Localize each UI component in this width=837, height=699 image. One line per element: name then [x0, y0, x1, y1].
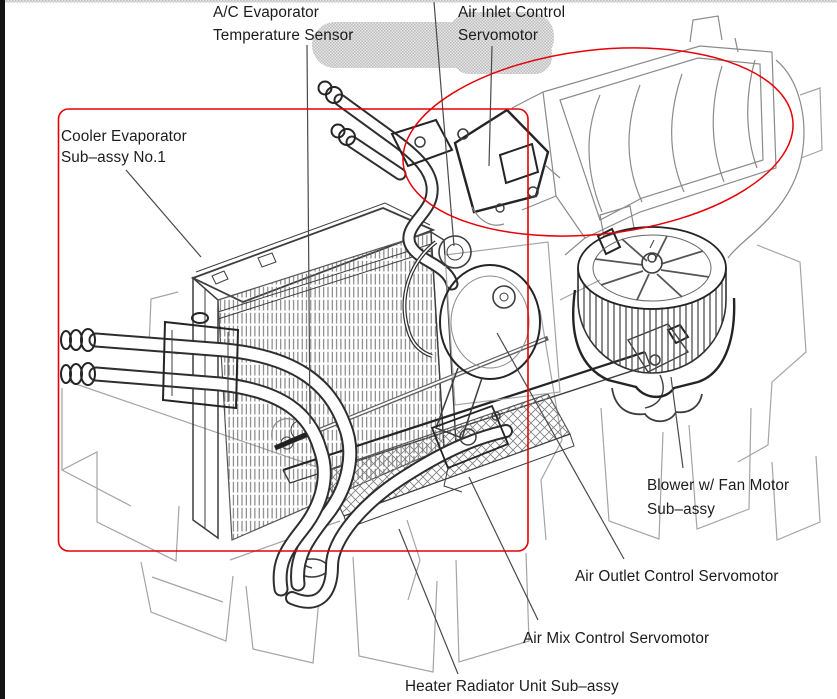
label-air-inlet-servo-line1: Air Inlet Control [458, 4, 565, 21]
page-left-border [0, 0, 5, 699]
leader-air-mix-servo [468, 476, 539, 621]
label-cooler-evaporator-line2: Sub–assy No.1 [61, 149, 166, 166]
air-mix-servomotor [430, 404, 510, 493]
label-cooler-evaporator-line1: Cooler Evaporator [61, 128, 187, 145]
leader-cooler-evaporator [125, 169, 202, 258]
label-air-mix-servo: Air Mix Control Servomotor [523, 630, 709, 647]
highlight-ellipse-air-inlet [402, 47, 794, 237]
leader-air-inlet-servo [488, 45, 493, 167]
page-top-border [5, 0, 837, 3]
label-heater-radiator-unit: Heater Radiator Unit Sub–assy [405, 678, 619, 695]
air-intake-cowl [511, 15, 805, 259]
label-evap-temp-sensor-line2: Temperature Sensor [213, 27, 353, 44]
blower-fan-motor [572, 226, 736, 423]
label-air-outlet-servo: Air Outlet Control Servomotor [575, 568, 779, 585]
highlight-rectangle-evaporator [57, 108, 529, 552]
air-inlet-servomotor [453, 108, 561, 226]
coolant-pipes [60, 312, 513, 609]
label-blower-line1: Blower w/ Fan Motor [647, 477, 789, 494]
label-evap-temp-sensor-line1: A/C Evaporator [213, 4, 319, 21]
callout-leader-lines [125, 1, 684, 675]
leader-evap-temp-sensor [306, 44, 311, 425]
label-blower-line2: Sub–assy [647, 501, 715, 518]
label-highlight-blob [312, 12, 554, 74]
red-annotations [57, 47, 794, 552]
leader-temp-sensor-body [433, 1, 455, 247]
callout-labels: A/C Evaporator Temperature Sensor Air In… [61, 4, 789, 695]
air-outlet-servomotor [402, 235, 561, 439]
leader-blower [670, 376, 684, 469]
leader-air-outlet-servo [496, 332, 625, 560]
label-air-inlet-servo-line2: Servomotor [458, 27, 538, 44]
leader-heater-radiator [398, 528, 459, 675]
